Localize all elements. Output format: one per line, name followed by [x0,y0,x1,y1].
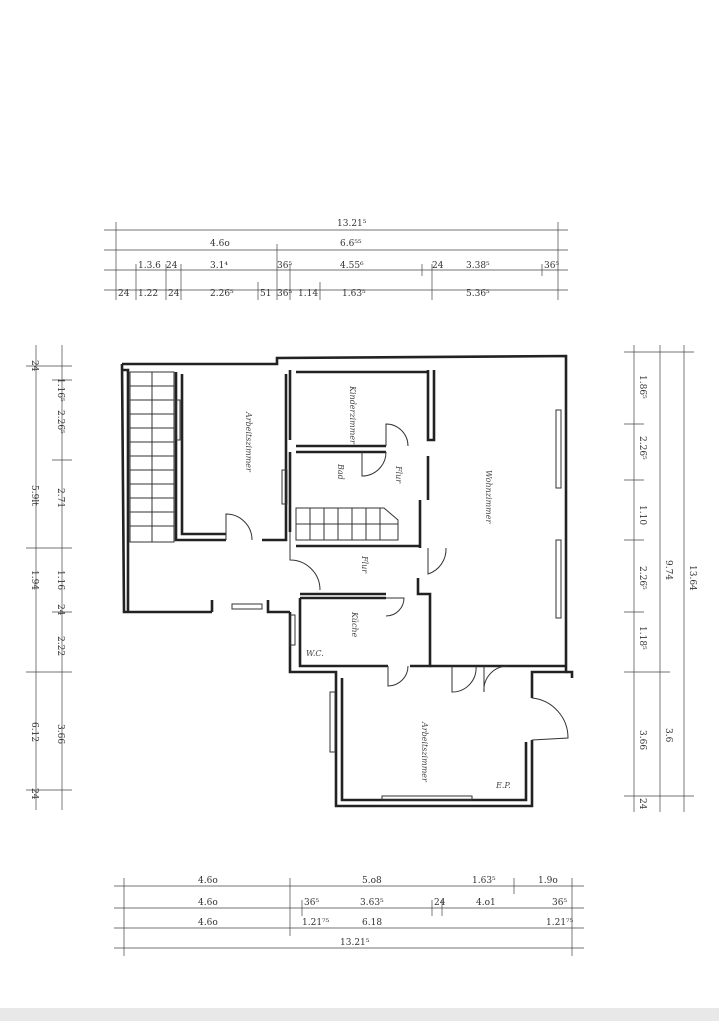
dim-right-i5: 1.18⁵ [637,626,647,650]
dim-bottom-total: 13.21⁵ [340,938,370,948]
dim-top-r2-2: 6.6⁵⁵ [340,239,362,249]
outer-walls [120,354,574,808]
bottom-dimension-chain [114,878,584,956]
room-label-wohnzimmer: Wohnzimmer [484,470,493,524]
dim-top-total: 13.21⁵ [337,219,367,229]
dim-top-r4-4: 2.26⁵ [210,289,234,299]
room-label-bad: Bad [336,463,345,480]
left-dimension-chain [26,345,72,810]
dim-top-r3-5: 4.55⁶ [340,261,364,271]
dim-top-r3-2: 24 [166,261,178,271]
dim-right-i1: 1.86⁵ [637,375,647,399]
dim-left-o1: 24 [29,360,39,372]
dim-bottom-r1-1: 4.6o [198,876,218,886]
dim-bottom-r3-1: 4.6o [198,918,218,928]
dim-right-mid1: 9.74 [663,560,673,580]
dim-bottom-r2-1: 4.6o [198,898,218,908]
dim-bottom-r1-4: 1.9o [538,876,558,886]
dim-top-r4-5: 51 [260,289,271,299]
dim-right-i4: 2.26⁵ [637,566,647,590]
scan-edge [0,1008,719,1021]
dim-top-r4-1: 24 [118,289,130,299]
dim-right-i6: 3.66 [637,730,647,750]
inner-walls [174,370,566,668]
dim-bottom-r1-2: 5.o8 [362,876,382,886]
dim-top-r3-1: 1.3.6 [138,261,161,271]
door-swings [225,423,569,741]
dim-left-i5: 24 [55,604,65,616]
room-label-kueche: Küche [350,611,359,638]
dim-bottom-r3-2: 1.21⁷⁵ [302,918,330,928]
dim-bottom-r2-2: 36⁵ [304,898,319,908]
room-label-arbeitszimmer-top: Arbeitszimmer [244,411,253,473]
dim-top-r4-9: 5.36⁵ [466,289,490,299]
dim-top-r4-7: 1.14 [298,289,318,299]
dim-bottom-r3-3: 6.18 [362,918,382,928]
dim-right-i2: 2.26⁵ [637,436,647,460]
dim-bottom-r1-3: 1.63⁵ [472,876,496,886]
dim-bottom-r2-6: 36⁵ [552,898,567,908]
dim-right-mid2: 3.6 [663,728,673,743]
dim-left-i1: 1.16⁵ [55,378,65,402]
dim-top-r3-4: 36⁵ [277,261,292,271]
windows [175,399,562,801]
dim-bottom-r2-4: 24 [434,898,446,908]
room-label-wc: W.C. [306,649,324,658]
dim-top-r4-3: 24 [168,289,180,299]
dim-left-o2: 5.9lt [29,485,39,506]
dim-bottom-r2-5: 4.o1 [476,898,496,908]
dim-left-i6: 2.22 [55,636,65,656]
dim-bottom-r3-4: 1.21⁷⁵ [546,918,574,928]
dim-top-r3-3: 3.1⁴ [210,261,228,271]
dim-bottom-r2-3: 3.63⁵ [360,898,384,908]
dim-left-i3: 2.71 [55,488,65,508]
dim-top-r3-8: 36⁵ [544,261,559,271]
room-label-flur: Flur [360,555,369,574]
dim-top-r4-8: 1.63⁵ [342,289,366,299]
dim-left-i4: 1.16 [55,570,65,590]
dim-left-i2: 2.26⁵ [55,410,65,434]
dim-left-o4: 6.12 [29,722,39,742]
dim-top-r3-6: 24 [432,261,444,271]
right-dimension-chain [624,345,694,812]
dim-top-r4-6: 36⁵ [277,289,292,299]
dim-top-r3-7: 3.38⁵ [466,261,490,271]
main-staircase [129,371,175,543]
dim-top-r2-1: 4.6o [210,239,230,249]
dim-right-total: 13.64 [687,565,697,591]
dim-left-o5: 24 [29,788,39,800]
small-staircase [295,507,399,541]
room-label-flur-upper: Flur [394,465,403,484]
room-label-kinderzimmer: Kinderzimmer [348,385,357,445]
room-label-ep: E.P. [495,781,511,790]
dim-top-r4-2: 1.22 [138,289,158,299]
dim-right-i7: 24 [637,798,647,810]
dim-left-o3: 1.94 [29,570,39,590]
top-dimension-chain [104,222,568,300]
room-label-arbeitszimmer-bottom: Arbeitszimmer [420,721,429,783]
dim-right-i3: 1.10 [637,505,647,525]
dim-left-i7: 3.66 [55,724,65,744]
